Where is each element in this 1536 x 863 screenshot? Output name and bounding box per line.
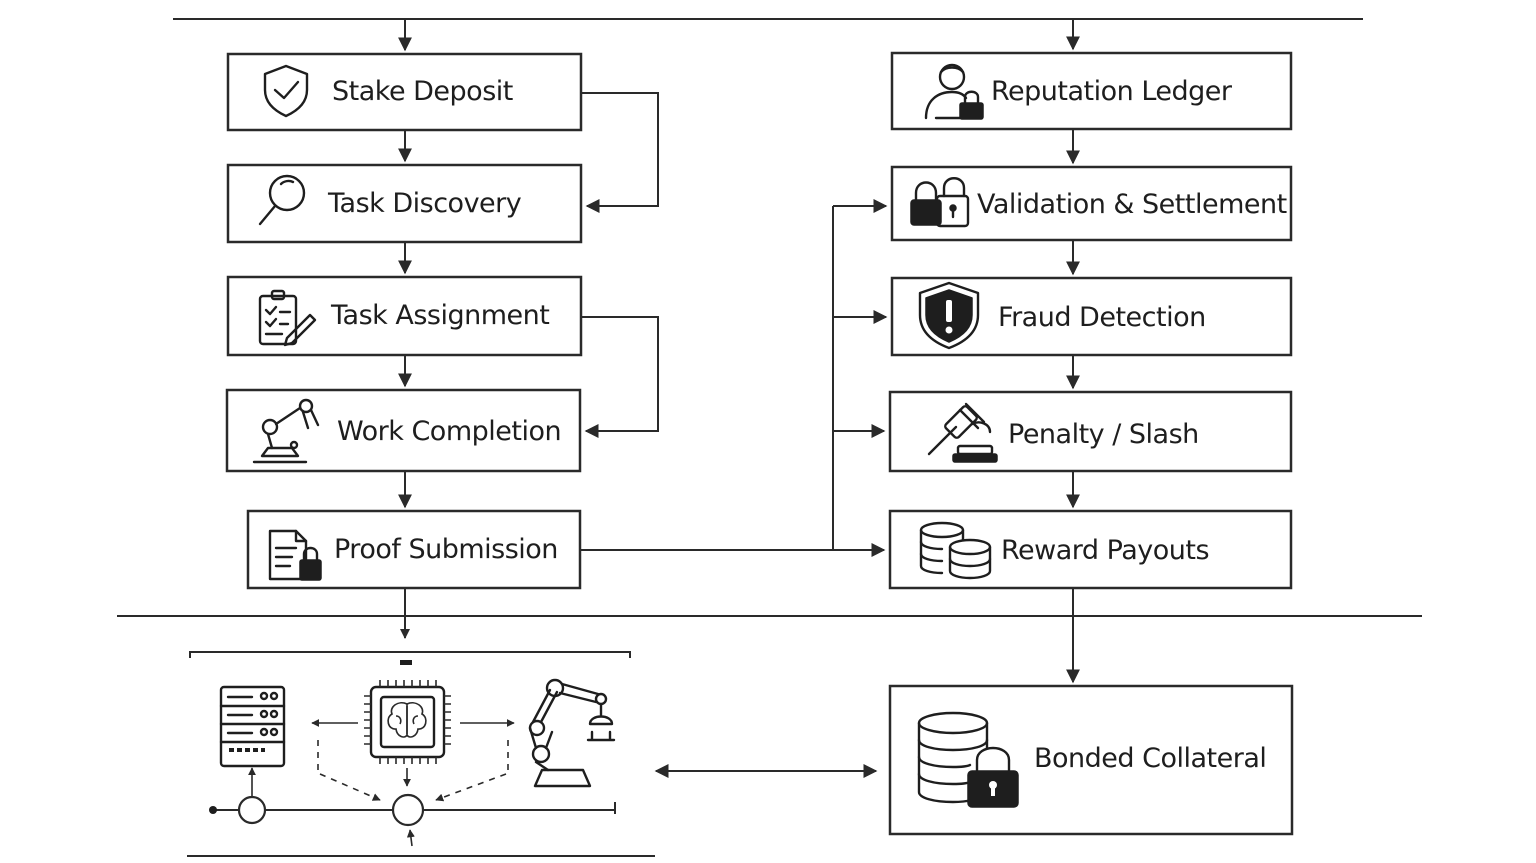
step-label: Reward Payouts [1001, 535, 1209, 566]
ai-chip-icon [364, 680, 451, 764]
step-label: Proof Submission [334, 534, 558, 565]
shield-alert-icon [918, 281, 980, 350]
shield-check-icon [263, 64, 309, 118]
left-column: Stake Deposit Task Discovery Task [225, 19, 583, 590]
right-column: Reputation Ledger Validation & Settlemen… [888, 19, 1293, 590]
server-rack-icon [219, 685, 286, 768]
fraud-detection-step[interactable]: Fraud Detection [890, 276, 1293, 357]
task-discovery-step[interactable]: Task Discovery [226, 163, 583, 244]
stake-deposit-step[interactable]: Stake Deposit [226, 52, 583, 132]
task-assignment-step[interactable]: Task Assignment [226, 275, 583, 357]
robot-arm-icon [528, 678, 616, 788]
step-label: Task Assignment [330, 300, 549, 331]
node-circle [237, 795, 267, 825]
reward-payouts-step[interactable]: Reward Payouts [888, 509, 1293, 590]
step-label: Validation & Settlement [977, 189, 1287, 220]
step-label: Work Completion [337, 416, 561, 447]
gavel-icon [927, 402, 998, 463]
user-lock-icon [924, 63, 984, 120]
work-completion-step[interactable]: Work Completion [225, 388, 582, 473]
magnifier-icon [258, 174, 306, 226]
clipboard-pen-icon [258, 289, 317, 347]
step-label: Penalty / Slash [1008, 419, 1199, 450]
padlocks-icon [910, 177, 970, 228]
reputation-ledger-step[interactable]: Reputation Ledger [890, 51, 1293, 131]
collateral-label: Bonded Collateral [1034, 743, 1266, 774]
stake-to-discovery-connector [581, 92, 659, 213]
step-label: Stake Deposit [332, 76, 513, 107]
step-label: Reputation Ledger [991, 76, 1233, 107]
document-lock-icon [268, 529, 322, 581]
assignment-to-completion-connector [581, 316, 659, 438]
coin-stacks-icon [919, 521, 992, 580]
penalty-slash-step[interactable]: Penalty / Slash [888, 390, 1293, 473]
proof-submission-step[interactable]: Proof Submission [246, 509, 582, 590]
step-label: Fraud Detection [998, 302, 1206, 333]
database-lock-icon [917, 711, 1019, 808]
step-label: Task Discovery [327, 188, 522, 219]
bonded-collateral-box[interactable]: Bonded Collateral [888, 684, 1294, 836]
node-circle [391, 793, 425, 827]
validation-settlement-step[interactable]: Validation & Settlement [890, 165, 1293, 242]
robot-arm-icon [252, 398, 320, 464]
network-panel [187, 651, 655, 857]
proof-to-validation-connector [580, 199, 888, 557]
